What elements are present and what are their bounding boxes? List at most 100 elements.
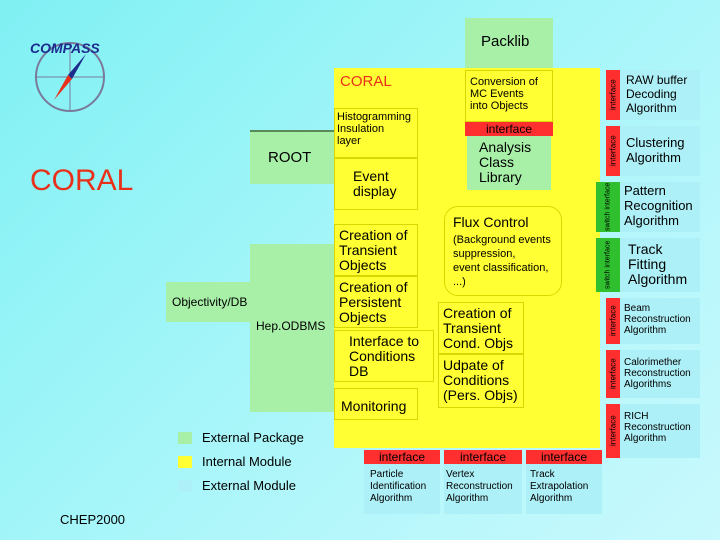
right-module-5-line-1: Calorimether <box>624 357 682 368</box>
creation-persistent-box: Creation of Persistent Objects <box>334 276 418 328</box>
objectivity-label: Objectivity/DB <box>172 295 248 309</box>
flux-control-box: Flux Control (Background events suppress… <box>444 206 562 296</box>
right-module-0-line-3: Algorithm <box>626 101 677 115</box>
bottom-module-2-line-3: Algorithm <box>530 493 573 504</box>
legend-swatch-internal-module <box>178 456 192 468</box>
right-tab-5: interface <box>606 350 620 398</box>
flux-line-1: (Background events <box>453 234 551 246</box>
bottom-module-0: Particle Identification Algorithm <box>364 464 440 514</box>
right-module-1-line-1: Clustering <box>626 135 685 150</box>
flux-line-2: suppression, <box>453 248 516 260</box>
creation-transient-line-2: Transient <box>339 242 397 258</box>
creation-cond-line-1: Creation of <box>443 305 512 321</box>
bottom-module-2: Track Extrapolation Algorithm <box>526 464 602 514</box>
right-module-1: Clustering Algorithm <box>620 126 700 176</box>
bottom-module-0-line-3: Algorithm <box>370 493 413 504</box>
creation-cond-box: Creation of Transient Cond. Objs <box>438 302 524 354</box>
right-module-3-line-2: Fitting <box>628 256 667 272</box>
conversion-line-3: into Objects <box>470 100 529 112</box>
bottom-module-0-line-2: Identification <box>370 481 427 492</box>
bottom-module-1-line-1: Vertex <box>446 469 475 480</box>
interface-conditions-line-2: Conditions <box>349 348 416 364</box>
compass-logo: COMPASS <box>28 34 112 112</box>
update-cond-line-1: Udpate of <box>443 357 504 373</box>
packlib-box: Packlib <box>465 18 553 70</box>
event-display-line-2: display <box>353 183 397 199</box>
creation-persistent-line-2: Persistent <box>339 294 402 310</box>
analysis-line-3: Library <box>479 169 522 185</box>
right-tab-1: interface <box>606 126 620 176</box>
legend-swatch-external-package <box>178 432 192 444</box>
right-module-3-line-3: Algorithm <box>628 271 688 287</box>
right-module-2-line-2: Recognition <box>624 198 693 213</box>
right-module-0-line-2: Decoding <box>626 87 677 101</box>
bottom-module-0-line-1: Particle <box>370 469 404 480</box>
interface-conditions-line-3: DB <box>349 363 369 379</box>
flux-line-3: event classification, <box>453 262 549 274</box>
right-module-4: Beam Reconstruction Algorithm <box>620 298 700 344</box>
update-cond-box: Udpate of Conditions (Pers. Objs) <box>438 354 524 408</box>
creation-cond-line-3: Cond. Objs <box>443 335 514 351</box>
right-module-0-line-1: RAW buffer <box>626 73 688 87</box>
creation-cond-line-2: Transient <box>443 320 501 336</box>
bottom-module-2-line-2: Extrapolation <box>530 481 589 492</box>
legend-label-external-module: External Module <box>202 478 296 493</box>
bottom-module-2-line-1: Track <box>530 469 555 480</box>
right-module-2-line-1: Pattern <box>624 183 666 198</box>
conversion-line-2: MC Events <box>470 88 524 100</box>
right-tab-0: interface <box>606 70 620 120</box>
right-module-3-line-1: Track <box>628 241 663 257</box>
right-module-5-line-2: Reconstruction <box>624 368 691 379</box>
objectivity-box <box>250 244 334 412</box>
right-module-6-line-3: Algorithm <box>624 433 667 444</box>
analysis-line-2: Class <box>479 154 515 170</box>
right-tab-4: interface <box>606 298 620 344</box>
creation-persistent-line-3: Objects <box>339 309 387 325</box>
legend-label-internal-module: Internal Module <box>202 454 292 469</box>
right-module-2: Pattern Recognition Algorithm <box>620 182 700 232</box>
hepodbms-label: Hep.ODBMS <box>256 319 326 333</box>
interface-conditions-box: Interface to Conditions DB <box>334 330 434 382</box>
legend-label-external-package: External Package <box>202 430 304 445</box>
right-module-4-line-3: Algorithm <box>624 325 667 336</box>
bottom-module-1-line-2: Reconstruction <box>446 481 513 492</box>
histogramming-line-1: Histogramming <box>337 111 411 123</box>
interface-bar-analysis: interface <box>465 122 553 136</box>
legend-swatch-external-module <box>178 480 192 492</box>
event-display-line-1: Event <box>353 168 389 184</box>
right-module-6: RICH Reconstruction Algorithm <box>620 404 700 458</box>
right-module-3: Track Fitting Algorithm <box>620 238 700 292</box>
analysis-line-1: Analysis <box>479 139 532 155</box>
update-cond-line-3: (Pers. Objs) <box>443 387 518 403</box>
right-tab-3: switch interface <box>596 238 620 292</box>
creation-persistent-line-1: Creation of <box>339 279 408 295</box>
right-module-4-line-2: Reconstruction <box>624 314 691 325</box>
right-module-1-line-2: Algorithm <box>626 150 681 165</box>
bottom-module-1: Vertex Reconstruction Algorithm <box>444 464 522 514</box>
right-module-6-line-2: Reconstruction <box>624 422 691 433</box>
coral-label: CORAL <box>340 73 392 90</box>
conversion-box: Conversion of MC Events into Objects <box>465 70 553 122</box>
right-module-2-line-3: Algorithm <box>624 213 679 228</box>
logo-text: COMPASS <box>30 40 100 56</box>
packlib-label: Packlib <box>481 33 530 50</box>
page-title: CORAL <box>30 164 134 197</box>
right-module-0: RAW buffer Decoding Algorithm <box>620 70 700 120</box>
compass-icon <box>35 42 105 112</box>
right-module-4-line-1: Beam <box>624 303 651 314</box>
conversion-line-1: Conversion of <box>470 76 538 88</box>
bottom-tab-0: interface <box>364 450 440 464</box>
event-display-box: Event display <box>334 158 418 210</box>
right-tab-2: switch interface <box>596 182 620 232</box>
histogramming-line-2: Insulation <box>337 123 385 135</box>
bottom-module-1-line-3: Algorithm <box>446 493 489 504</box>
right-module-5-line-3: Algorithms <box>624 379 672 390</box>
histogramming-box: Histogramming Insulation layer <box>334 108 418 158</box>
flux-line-4: ...) <box>453 276 466 288</box>
legend: External Package Internal Module Externa… <box>176 428 356 498</box>
creation-transient-line-3: Objects <box>339 257 387 273</box>
creation-transient-box: Creation of Transient Objects <box>334 224 418 276</box>
flux-title: Flux Control <box>453 214 529 230</box>
root-label: ROOT <box>268 149 312 166</box>
right-tab-6: interface <box>606 404 620 458</box>
